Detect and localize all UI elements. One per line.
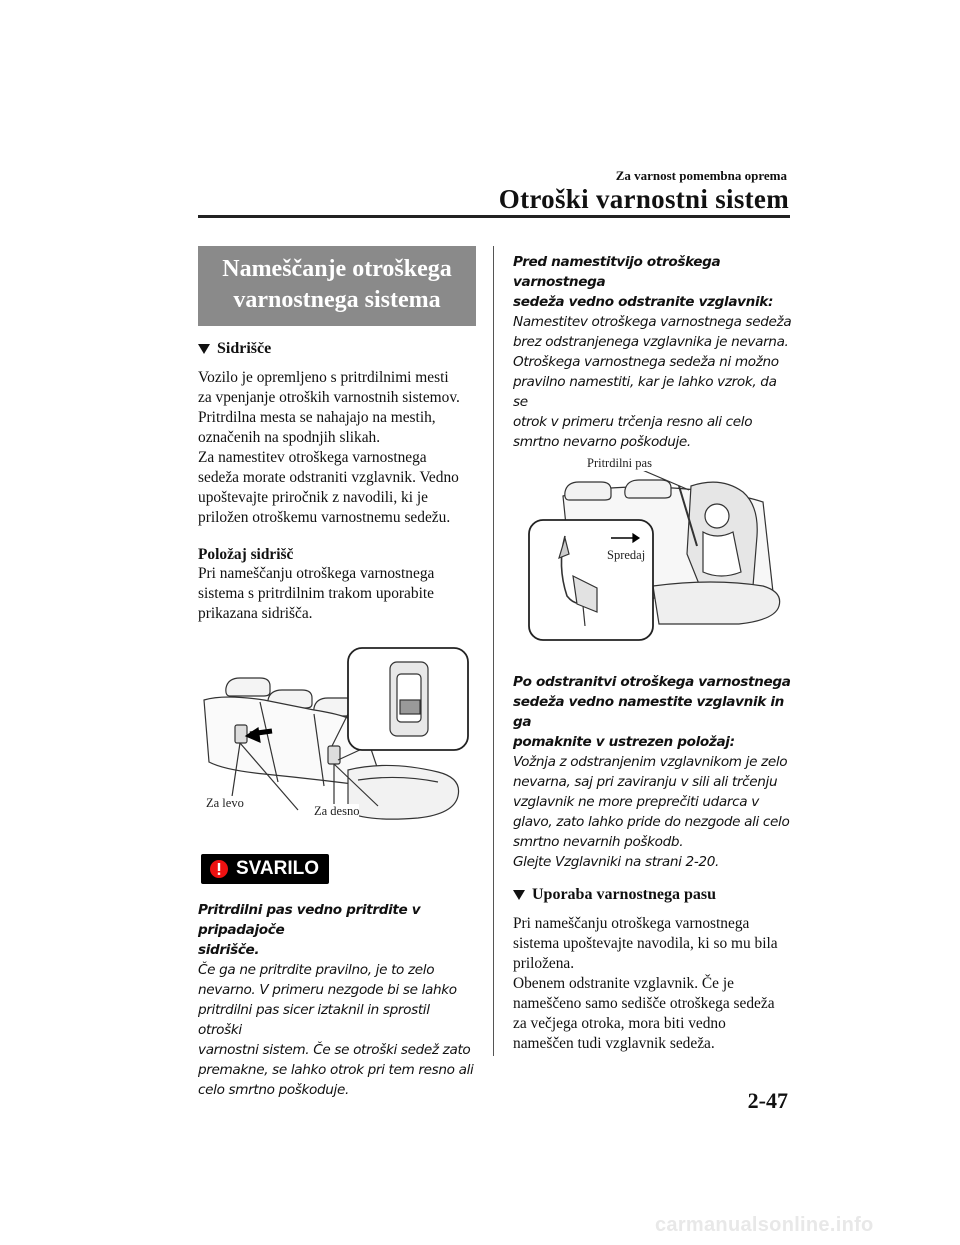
paragraph-seatbelt: Pri nameščanju otroškega varnostnega sis…: [513, 915, 778, 1052]
subheading-sidrisce-text: Sidrišče: [217, 340, 272, 357]
subheading-seatbelt-text: Uporaba varnostnega pasu: [532, 886, 717, 903]
watermark: carmanualsonline.info: [655, 1214, 874, 1236]
warning-label: SVARILO: [236, 858, 320, 879]
right-column: Pred namestitvijo otroškega varnostnega …: [513, 252, 795, 1054]
left-column: Nameščanje otroškega varnostnega sistema…: [198, 246, 476, 1100]
warning-icon: [210, 860, 228, 878]
headrest-reinstall-warning: Po odstranitvi otroškega varnostnega sed…: [513, 674, 791, 870]
warning-badge: SVARILO: [201, 854, 330, 884]
subheading-seatbelt: Uporaba varnostnega pasu: [513, 886, 795, 904]
label-pritrdilni-pas: Pritrdilni pas: [587, 456, 652, 471]
warning-block: SVARILO Pritrdilni pas vedno pritrdite v…: [198, 854, 476, 1100]
warning-text: Pritrdilni pas vedno pritrdite v pripada…: [198, 902, 474, 1098]
section-title-line2: varnostnega sistema: [233, 287, 441, 313]
subheading-sidrisce: Sidrišče: [198, 340, 476, 358]
column-divider: [493, 246, 494, 1056]
header-section: Za varnost pomembna oprema: [615, 168, 787, 183]
headrest-removal-warning: Pred namestitvijo otroškega varnostnega …: [513, 254, 792, 450]
header-rule: [198, 215, 790, 218]
section-title-line1: Nameščanje otroškega: [222, 256, 452, 282]
rear-seat-figure: Za levo Za desno: [198, 630, 476, 830]
rear-seat-illustration: [203, 647, 469, 820]
header-title: Otroški varnostni sistem: [498, 184, 789, 214]
child-seat-figure: Pritrdilni pas Spredaj: [513, 456, 795, 656]
paragraph-anchor-position: Pri nameščanju otroškega varnostnega sis…: [198, 565, 435, 622]
label-za-levo: Za levo: [206, 796, 244, 811]
page-number: 2-47: [747, 1088, 788, 1113]
paragraph-anchors: Vozilo je opremljeno s pritrdilnimi mest…: [198, 369, 460, 526]
child-seat-illustration: [528, 465, 781, 641]
label-spredaj: Spredaj: [607, 548, 646, 563]
anchor-position-heading: Položaj sidrišč: [198, 546, 294, 563]
label-za-desno: Za desno: [314, 804, 360, 819]
triangle-down-icon: [198, 344, 210, 354]
section-title-box: Nameščanje otroškega varnostnega sistema: [198, 246, 476, 326]
triangle-down-icon: [513, 890, 525, 900]
